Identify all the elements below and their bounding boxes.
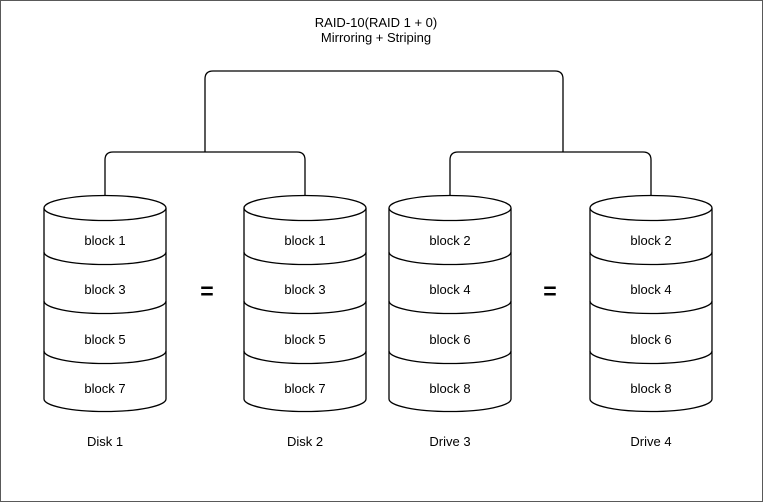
block-label: block 2 [630,233,671,248]
right-pair-connector [449,151,652,196]
cylinder-top [43,194,167,222]
block-label: block 6 [630,332,671,347]
disk-cylinder-3: block 2 block 4 block 6 block 8 Drive 3 [388,194,512,449]
block-label: block 6 [429,332,470,347]
block-divider [43,300,167,315]
block-divider [243,350,367,365]
block-label: block 1 [284,233,325,248]
block-label: block 3 [84,282,125,297]
equals-sign: = [200,278,213,304]
cylinder-body [388,208,512,413]
disk-cylinder-1: block 1 block 3 block 5 block 7 Disk 1 [43,194,167,449]
disk-cylinder-4: block 2 block 4 block 6 block 8 Drive 4 [589,194,713,449]
block-divider [43,350,167,365]
block-label: block 7 [284,381,325,396]
block-divider [243,251,367,266]
diagram-title: RAID-10(RAID 1 + 0) Mirroring + Striping [315,15,437,45]
disk-name-label: Disk 1 [87,434,123,449]
block-label: block 8 [429,381,470,396]
cylinder-body [589,208,713,413]
equals-sign: = [543,278,556,304]
connector-tree [104,70,652,196]
block-label: block 2 [429,233,470,248]
disk-name-label: Drive 4 [630,434,671,449]
left-pair-connector [104,151,306,196]
block-label: block 7 [84,381,125,396]
block-label: block 5 [284,332,325,347]
block-label: block 3 [284,282,325,297]
disk-name-label: Drive 3 [429,434,470,449]
diagram-title-line2: Mirroring + Striping [321,30,431,45]
cylinder-top [589,194,713,222]
block-label: block 4 [630,282,671,297]
block-divider [589,350,713,365]
disk-name-label: Disk 2 [287,434,323,449]
block-divider [243,300,367,315]
cylinder-body [243,208,367,413]
cylinder-top [243,194,367,222]
block-label: block 8 [630,381,671,396]
block-divider [589,300,713,315]
block-divider [388,300,512,315]
block-divider [43,251,167,266]
block-label: block 1 [84,233,125,248]
disk-cylinder-2: block 1 block 3 block 5 block 7 Disk 2 [243,194,367,449]
cylinder-top [388,194,512,222]
cylinder-body [43,208,167,413]
block-divider [388,251,512,266]
block-divider [388,350,512,365]
block-divider [589,251,713,266]
top-bracket-connector [204,70,564,152]
block-label: block 4 [429,282,470,297]
block-label: block 5 [84,332,125,347]
diagram-title-line1: RAID-10(RAID 1 + 0) [315,15,437,30]
